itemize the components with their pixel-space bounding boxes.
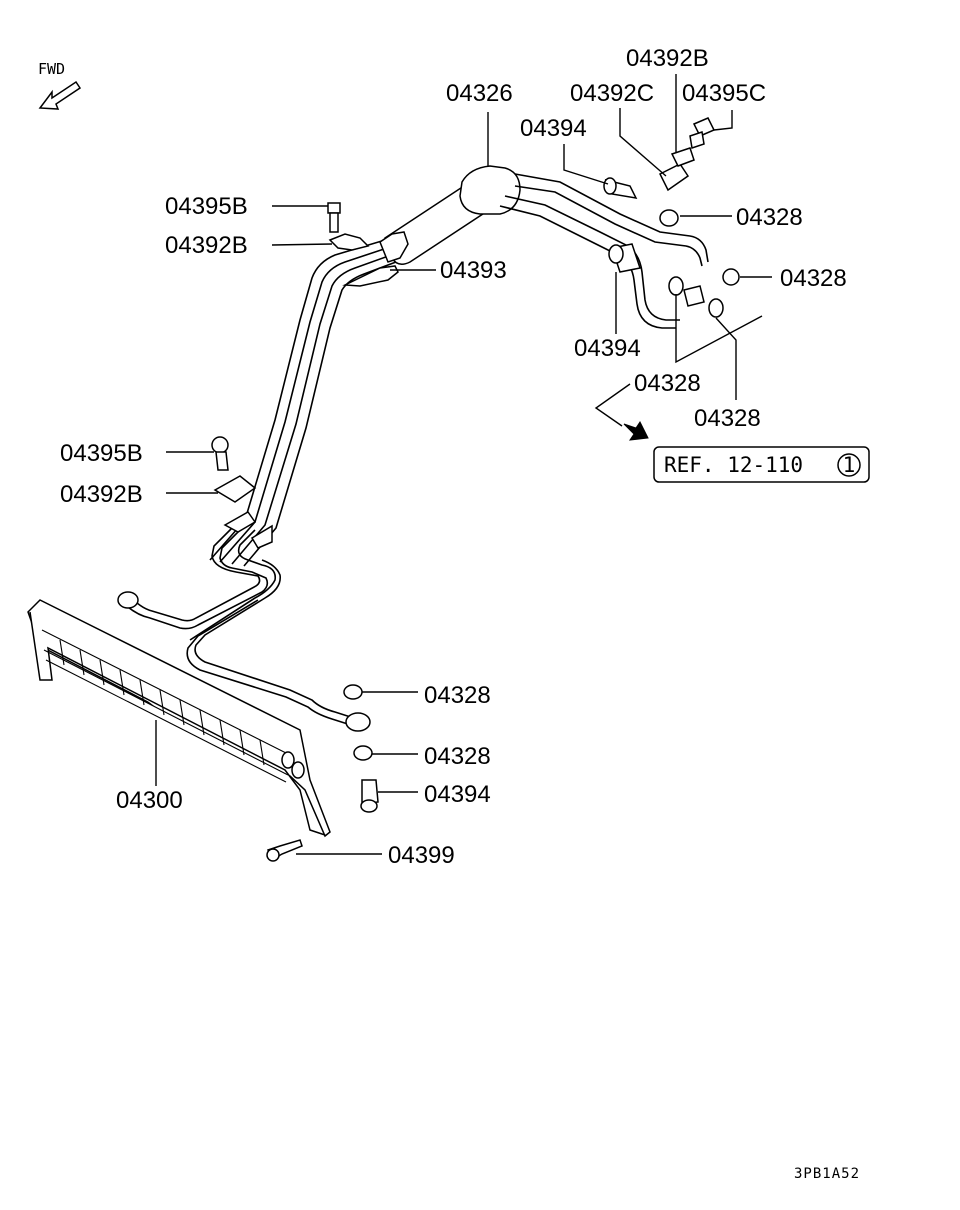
part-label-04392B-mid: 04392B [165,232,248,259]
part-label-04328-b: 04328 [780,265,847,292]
part-label-04328-a: 04328 [736,204,803,231]
part-label-04394-top: 04394 [520,115,587,142]
part-label-04399: 04399 [388,842,455,869]
small-parts [211,117,740,862]
reference-number: 1 [843,453,856,477]
part-labels: 04392B 04392C 04395C 04326 04394 04395B … [60,45,847,869]
part-label-04326: 04326 [446,80,513,107]
part-label-04392C: 04392C [570,80,654,107]
oil-cooler-hoses [119,165,709,727]
part-label-04395B-low: 04395B [60,440,143,467]
fwd-indicator: FWD [38,60,82,110]
reference-arrow-icon [623,421,649,441]
part-label-04395C: 04395C [682,80,766,107]
oil-cooler-core [27,591,371,838]
reference-text: REF. 12-110 [664,453,803,477]
part-label-04393: 04393 [440,257,507,284]
fwd-label: FWD [38,60,65,78]
part-label-04328-d: 04328 [694,405,761,432]
part-label-04394-mid: 04394 [574,335,641,362]
part-label-04392B-top: 04392B [626,45,709,72]
fwd-arrow-icon [38,80,82,110]
part-label-04395B-top: 04395B [165,193,248,220]
leader-lines [155,74,772,855]
part-label-04394-low: 04394 [424,781,491,808]
part-label-04300: 04300 [116,787,183,814]
reference-box[interactable]: REF. 12-110 1 [653,446,870,483]
part-label-04328-e: 04328 [424,682,491,709]
part-label-04328-f: 04328 [424,743,491,770]
part-label-04392B-low: 04392B [60,481,143,508]
part-label-04328-c: 04328 [634,370,701,397]
figure-code: 3PB1A52 [794,1166,860,1182]
